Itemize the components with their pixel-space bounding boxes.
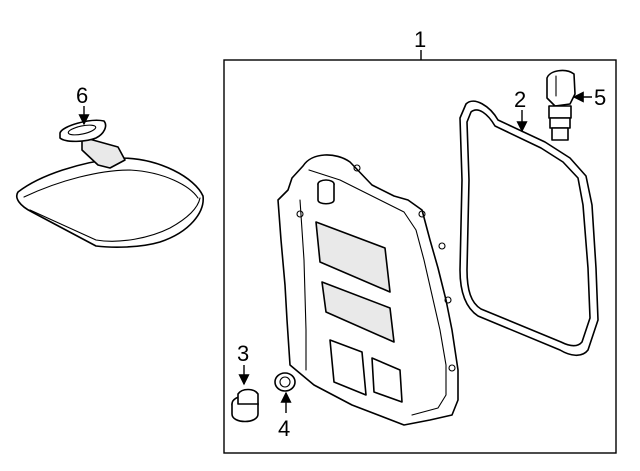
assembly-box bbox=[223, 59, 617, 454]
callout-4[interactable]: 4 bbox=[278, 416, 290, 441]
callout-1[interactable]: 1 bbox=[414, 27, 426, 52]
drain-plug-washer-icon[interactable] bbox=[274, 372, 296, 392]
callout-6[interactable]: 6 bbox=[76, 83, 88, 108]
drain-plug-icon[interactable] bbox=[231, 388, 259, 423]
pan-gasket-icon[interactable] bbox=[459, 100, 599, 357]
callout-5[interactable]: 5 bbox=[594, 85, 606, 110]
callout-3[interactable]: 3 bbox=[237, 341, 249, 366]
callout-2[interactable]: 2 bbox=[514, 87, 526, 112]
transmission-pan-icon[interactable] bbox=[277, 154, 459, 426]
sensor-connector-icon[interactable] bbox=[546, 69, 576, 141]
transmission-filter-icon[interactable] bbox=[16, 119, 204, 248]
